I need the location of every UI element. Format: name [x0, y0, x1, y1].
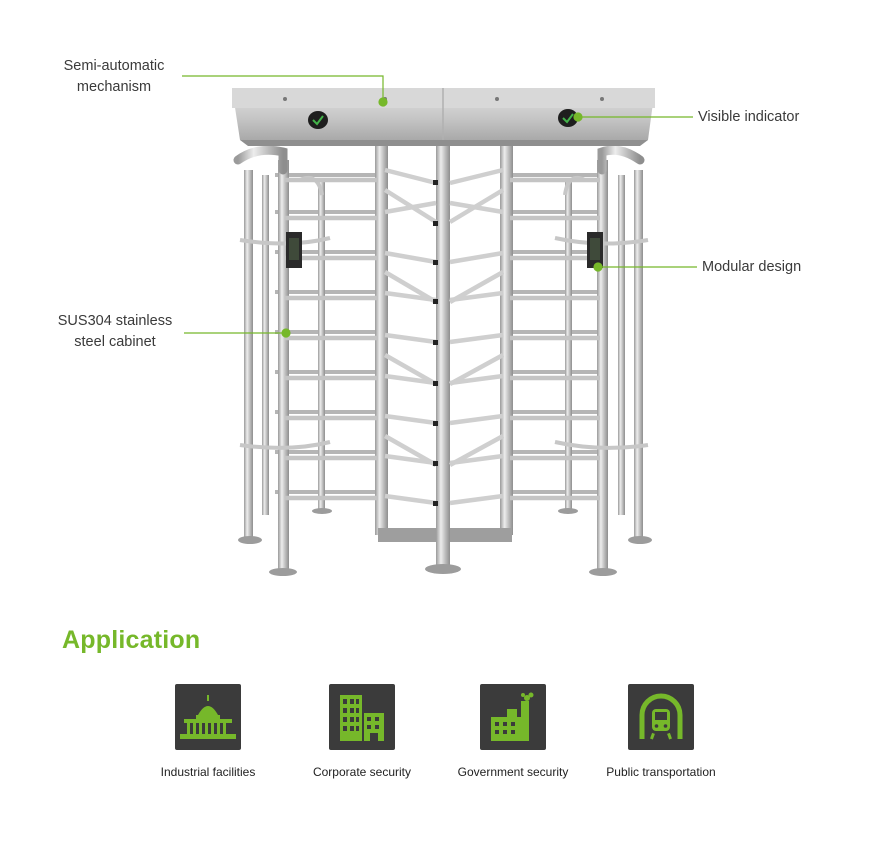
foot-plates: [238, 508, 652, 576]
application-item-government: Government security: [438, 684, 588, 779]
callout-semi-line2: mechanism: [76, 79, 152, 95]
rear-rails: [275, 173, 605, 494]
callout-semi-automatic: Semi-automatic mechanism: [44, 56, 184, 98]
callout-semi-line1: Semi-automatic: [63, 58, 165, 74]
application-item-corporate: Corporate security: [287, 684, 437, 779]
top-box: [232, 88, 655, 146]
card-readers: [286, 232, 603, 268]
factory-icon: [480, 684, 546, 750]
application-label: Corporate security: [312, 765, 412, 779]
callout-sus-line1: SUS304 stainless: [57, 313, 173, 329]
callout-leaders: [182, 75, 697, 338]
turnstile-illustration: [182, 75, 697, 576]
center-frame: [375, 130, 513, 570]
application-item-industrial: Industrial facilities: [133, 684, 283, 779]
callout-modular-design: Modular design: [702, 259, 802, 275]
outer-posts: [244, 160, 643, 570]
application-label: Government security: [457, 765, 569, 779]
callout-visible-indicator: Visible indicator: [698, 109, 800, 125]
curved-handrails: [233, 145, 645, 175]
application-heading: Application: [62, 626, 201, 654]
office-buildings-icon: [329, 684, 395, 750]
train-tunnel-icon: [628, 684, 694, 750]
application-item-transportation: Public transportation: [586, 684, 736, 779]
application-label: Industrial facilities: [160, 765, 256, 779]
rotor-arms: [383, 167, 505, 506]
front-rails: [285, 177, 600, 501]
capitol-building-icon: [175, 684, 241, 750]
callout-sus-line2: steel cabinet: [74, 334, 156, 350]
callout-sus304: SUS304 stainless steel cabinet: [42, 311, 188, 353]
application-label: Public transportation: [606, 765, 716, 779]
